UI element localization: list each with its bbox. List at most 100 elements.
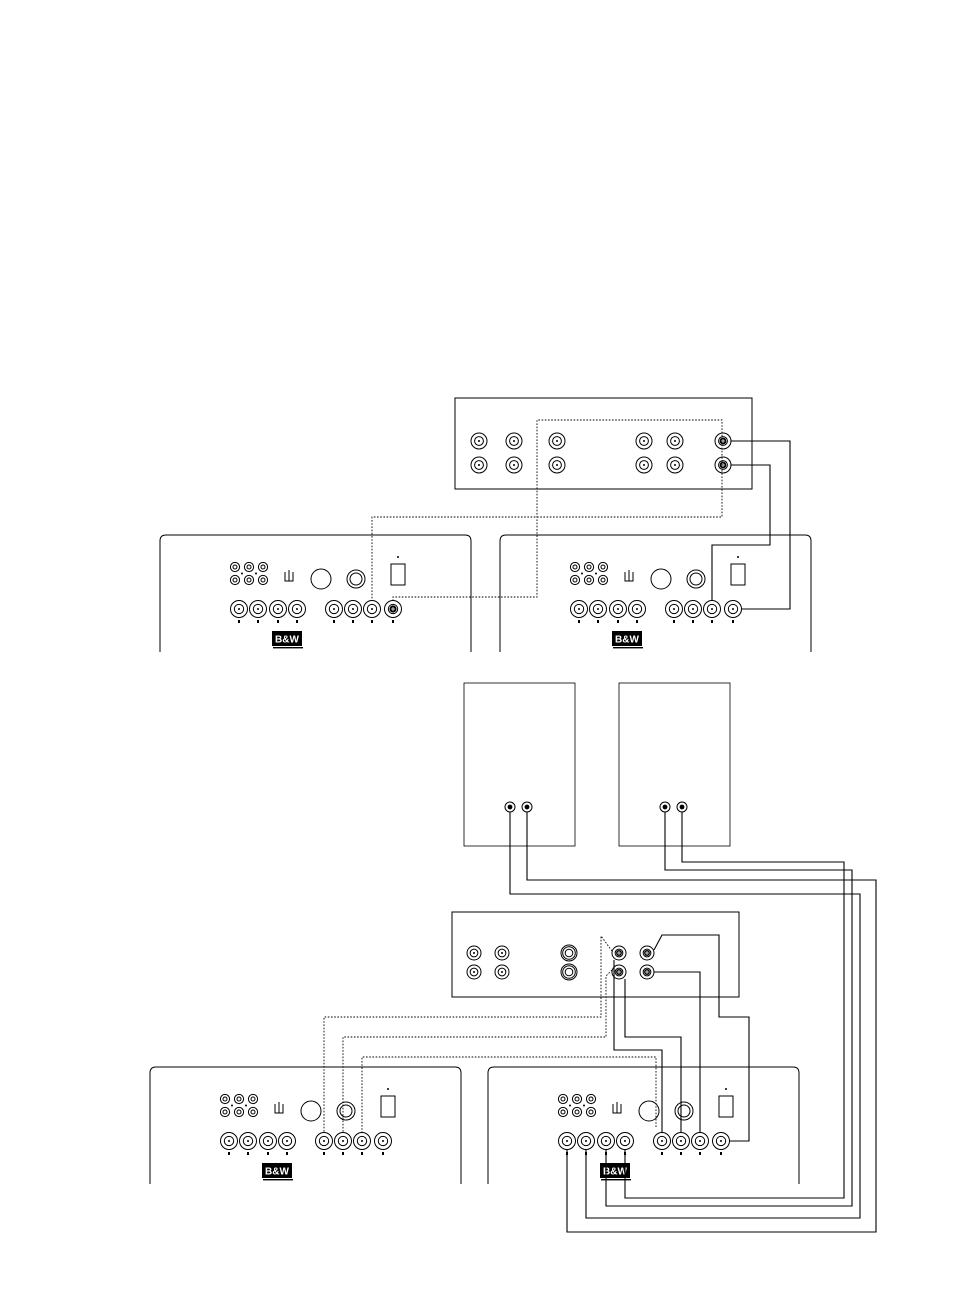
jack-marker — [257, 620, 259, 623]
switch-body — [381, 1096, 395, 1117]
binding-post-icon — [220, 1094, 229, 1103]
terminal-ring — [598, 562, 607, 571]
signal-cable — [712, 465, 770, 601]
rca-jack-icon — [640, 946, 654, 960]
jack-marker — [228, 1152, 230, 1155]
rca-jack-icon — [471, 457, 487, 473]
terminal-center — [587, 565, 591, 569]
jack-marker — [277, 620, 279, 623]
rca-jack-icon — [250, 601, 267, 618]
rca-jack-icon — [629, 601, 646, 618]
logo-text: B&W — [275, 635, 299, 646]
jack-center — [643, 440, 645, 442]
jack-ring-inner — [563, 947, 576, 960]
terminal-ring — [558, 1107, 567, 1116]
jack-core — [565, 968, 573, 976]
brand-logo: B&W — [612, 631, 643, 648]
rca-jack-icon — [471, 433, 487, 449]
rca-jack-icon — [636, 457, 652, 473]
switch-indicator — [387, 1088, 389, 1090]
binding-post-icon — [258, 562, 267, 571]
switch-indicator — [737, 556, 739, 558]
rca-jack-icon — [713, 1133, 730, 1150]
ground-terminal-icon — [275, 1102, 283, 1113]
knob-body — [301, 1101, 321, 1121]
jack-marker — [352, 620, 354, 623]
speaker-level-terminals — [230, 562, 267, 584]
line-level-jacks — [221, 1133, 392, 1156]
terminal-ring — [586, 1107, 595, 1116]
terminal-ring — [248, 1094, 257, 1103]
rca-jack-icon — [617, 1133, 634, 1150]
jack-center — [267, 1140, 269, 1142]
jack-center — [720, 1140, 722, 1142]
terminal-ring — [584, 562, 593, 571]
jack-center — [597, 608, 599, 610]
terminal-center — [589, 1110, 593, 1114]
ground-terminal-icon — [625, 570, 633, 581]
speaker-terminal-icon — [505, 802, 515, 812]
jack-ring-inner — [563, 966, 576, 979]
rca-jack-icon — [571, 601, 588, 618]
control-knob-icon — [301, 1101, 321, 1121]
speaker-level-terminals — [570, 562, 607, 584]
rca-jack-icon — [354, 1133, 371, 1150]
terminal-center — [575, 1110, 579, 1114]
terminal-center — [587, 578, 591, 582]
speaker-terminal-icon — [660, 802, 670, 812]
terminal-center — [601, 565, 605, 569]
terminal-center — [237, 1110, 241, 1114]
jack-marker — [238, 620, 240, 623]
rca-jack-icon — [240, 1133, 257, 1150]
jack-center — [257, 608, 259, 610]
jack-marker — [296, 620, 298, 623]
jack-center — [674, 464, 676, 466]
jack-center — [605, 1140, 607, 1142]
subwoofer-rear-panel-4: B&W — [488, 1067, 799, 1184]
jack-center — [692, 608, 694, 610]
jack-marker — [692, 620, 694, 623]
rca-jack-icon — [692, 1133, 709, 1150]
terminal-ring — [230, 562, 239, 571]
jack-center — [473, 971, 475, 973]
preamp-rear-panel-top — [455, 398, 752, 489]
terminal-center — [561, 1110, 565, 1114]
terminal-ring — [258, 562, 267, 571]
terminal-center — [561, 1097, 565, 1101]
terminal-dot — [231, 1105, 233, 1107]
terminal-ring — [230, 575, 239, 584]
jack-center — [674, 440, 676, 442]
rca-jack-icon — [685, 601, 702, 618]
loudspeaker-1 — [464, 683, 575, 846]
jack-center — [513, 440, 515, 442]
rca-jack-icon — [561, 945, 577, 961]
binding-post-icon — [584, 562, 593, 571]
terminal-ring — [258, 575, 267, 584]
rca-jack-icon — [561, 964, 577, 980]
rca-jack-icon — [231, 601, 248, 618]
brand-logo: B&W — [600, 1163, 631, 1180]
rca-jack-icon — [289, 601, 306, 618]
control-knob-icon — [687, 570, 705, 588]
rca-jack-icon — [506, 433, 522, 449]
speaker-terminal-icon — [677, 802, 687, 812]
terminal-ring — [598, 575, 607, 584]
speaker-cabinet — [619, 683, 730, 846]
terminal-dot — [581, 573, 583, 575]
jack-center — [286, 1140, 288, 1142]
terminal-ring — [220, 1094, 229, 1103]
binding-post-icon — [558, 1107, 567, 1116]
jack-center — [711, 608, 713, 610]
subwoofer-rear-panel-2: B&W — [500, 535, 811, 652]
jack-center — [636, 608, 638, 610]
binding-post-icon — [244, 575, 253, 584]
terminal-ring — [234, 1107, 243, 1116]
switch-body — [719, 1096, 733, 1117]
binding-post-icon — [248, 1107, 257, 1116]
jack-marker — [661, 1152, 663, 1155]
terminal-center — [237, 1097, 241, 1101]
binding-post-icon — [572, 1094, 581, 1103]
rca-jack-icon — [495, 965, 509, 979]
power-switch-icon — [731, 556, 745, 585]
jack-marker — [597, 620, 599, 623]
